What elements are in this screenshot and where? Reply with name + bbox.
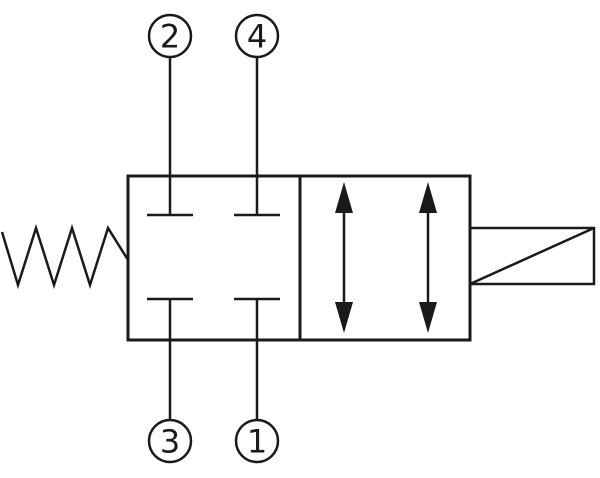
flow-arrow-right-head-up-icon	[419, 182, 437, 213]
solenoid-icon	[468, 226, 596, 286]
solenoid-diagonal	[469, 226, 595, 286]
port-2: 2	[147, 13, 193, 59]
flow-arrow-left-head-down-icon	[335, 302, 353, 333]
flow-arrow-left	[335, 182, 353, 333]
port-3-label: 3	[160, 423, 180, 461]
port-3: 3	[147, 418, 193, 464]
flow-arrow-right-head-down-icon	[419, 302, 437, 333]
port-1: 1	[234, 418, 280, 464]
spring-icon	[0, 223, 130, 290]
port-3-circle	[147, 418, 193, 464]
port-4-label: 4	[247, 18, 267, 56]
port-1-label: 1	[247, 423, 267, 461]
port-2-circle	[147, 13, 193, 59]
solenoid-box	[468, 226, 596, 286]
flow-arrow-left-head-up-icon	[335, 182, 353, 213]
port-1-circle	[234, 418, 280, 464]
port-4-circle	[234, 13, 280, 59]
port-2-label: 2	[160, 18, 180, 56]
port-4: 4	[234, 13, 280, 59]
flow-arrow-right	[419, 182, 437, 333]
